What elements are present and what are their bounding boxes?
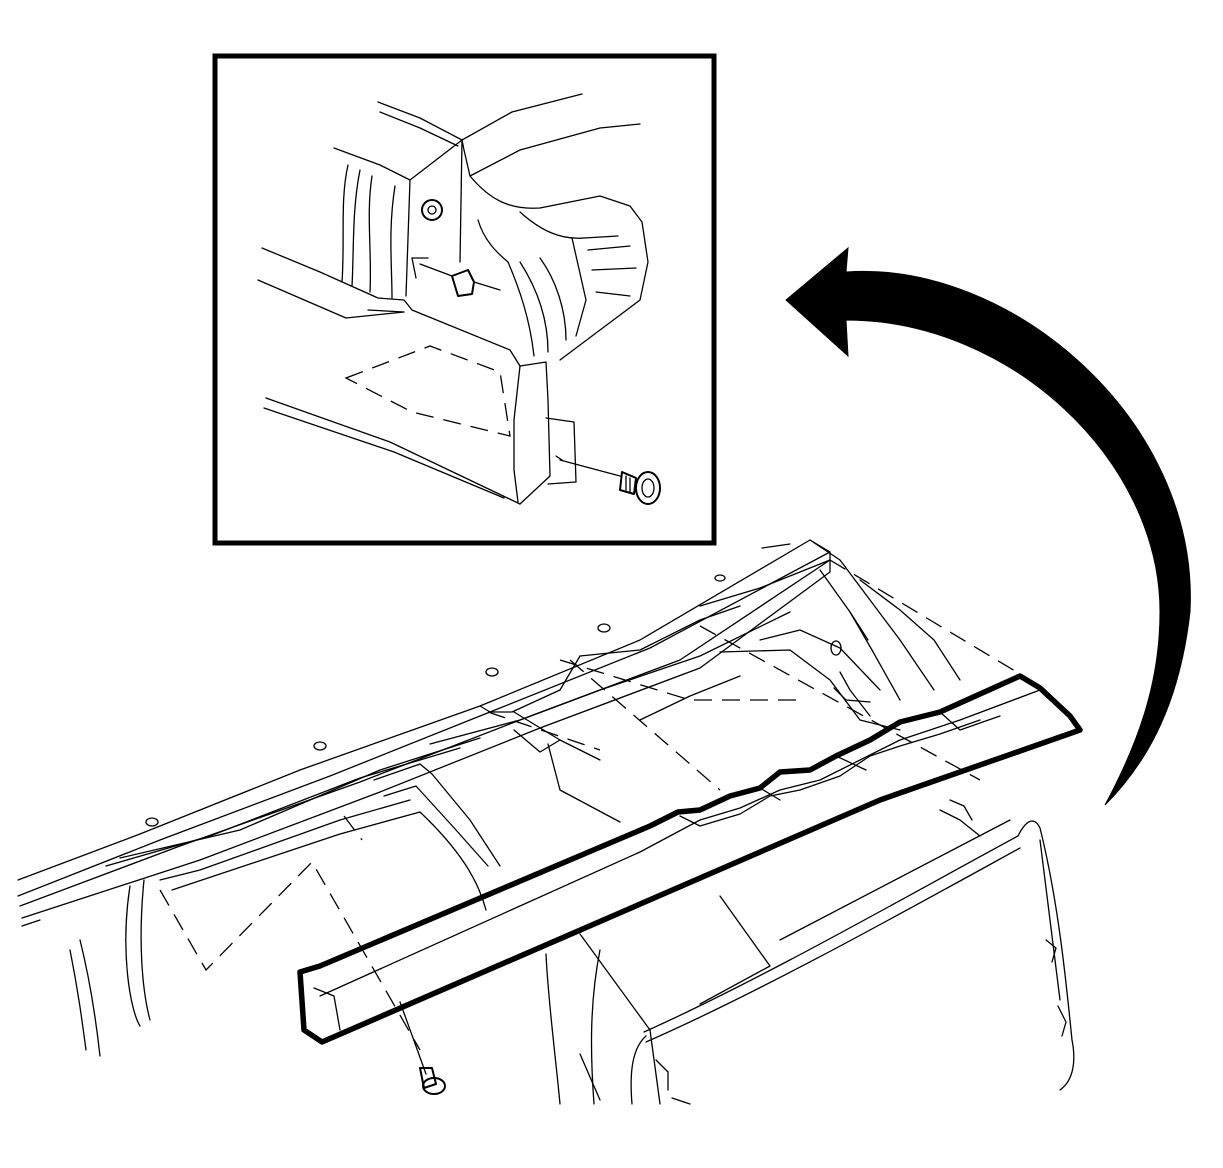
inset-frame — [212, 53, 717, 546]
inset-trim-block — [469, 175, 649, 361]
door-body — [545, 799, 1075, 1105]
inset-detail — [212, 53, 717, 546]
push-pin-fastener-icon — [399, 1001, 446, 1095]
inset-molding — [257, 247, 577, 505]
curved-arrow-icon — [785, 246, 1191, 806]
fastener — [559, 459, 661, 505]
inset-clip — [419, 263, 501, 297]
bow-molding — [297, 673, 1083, 1045]
roof-panel — [17, 539, 1021, 1057]
inset-roof-bow — [333, 93, 641, 299]
